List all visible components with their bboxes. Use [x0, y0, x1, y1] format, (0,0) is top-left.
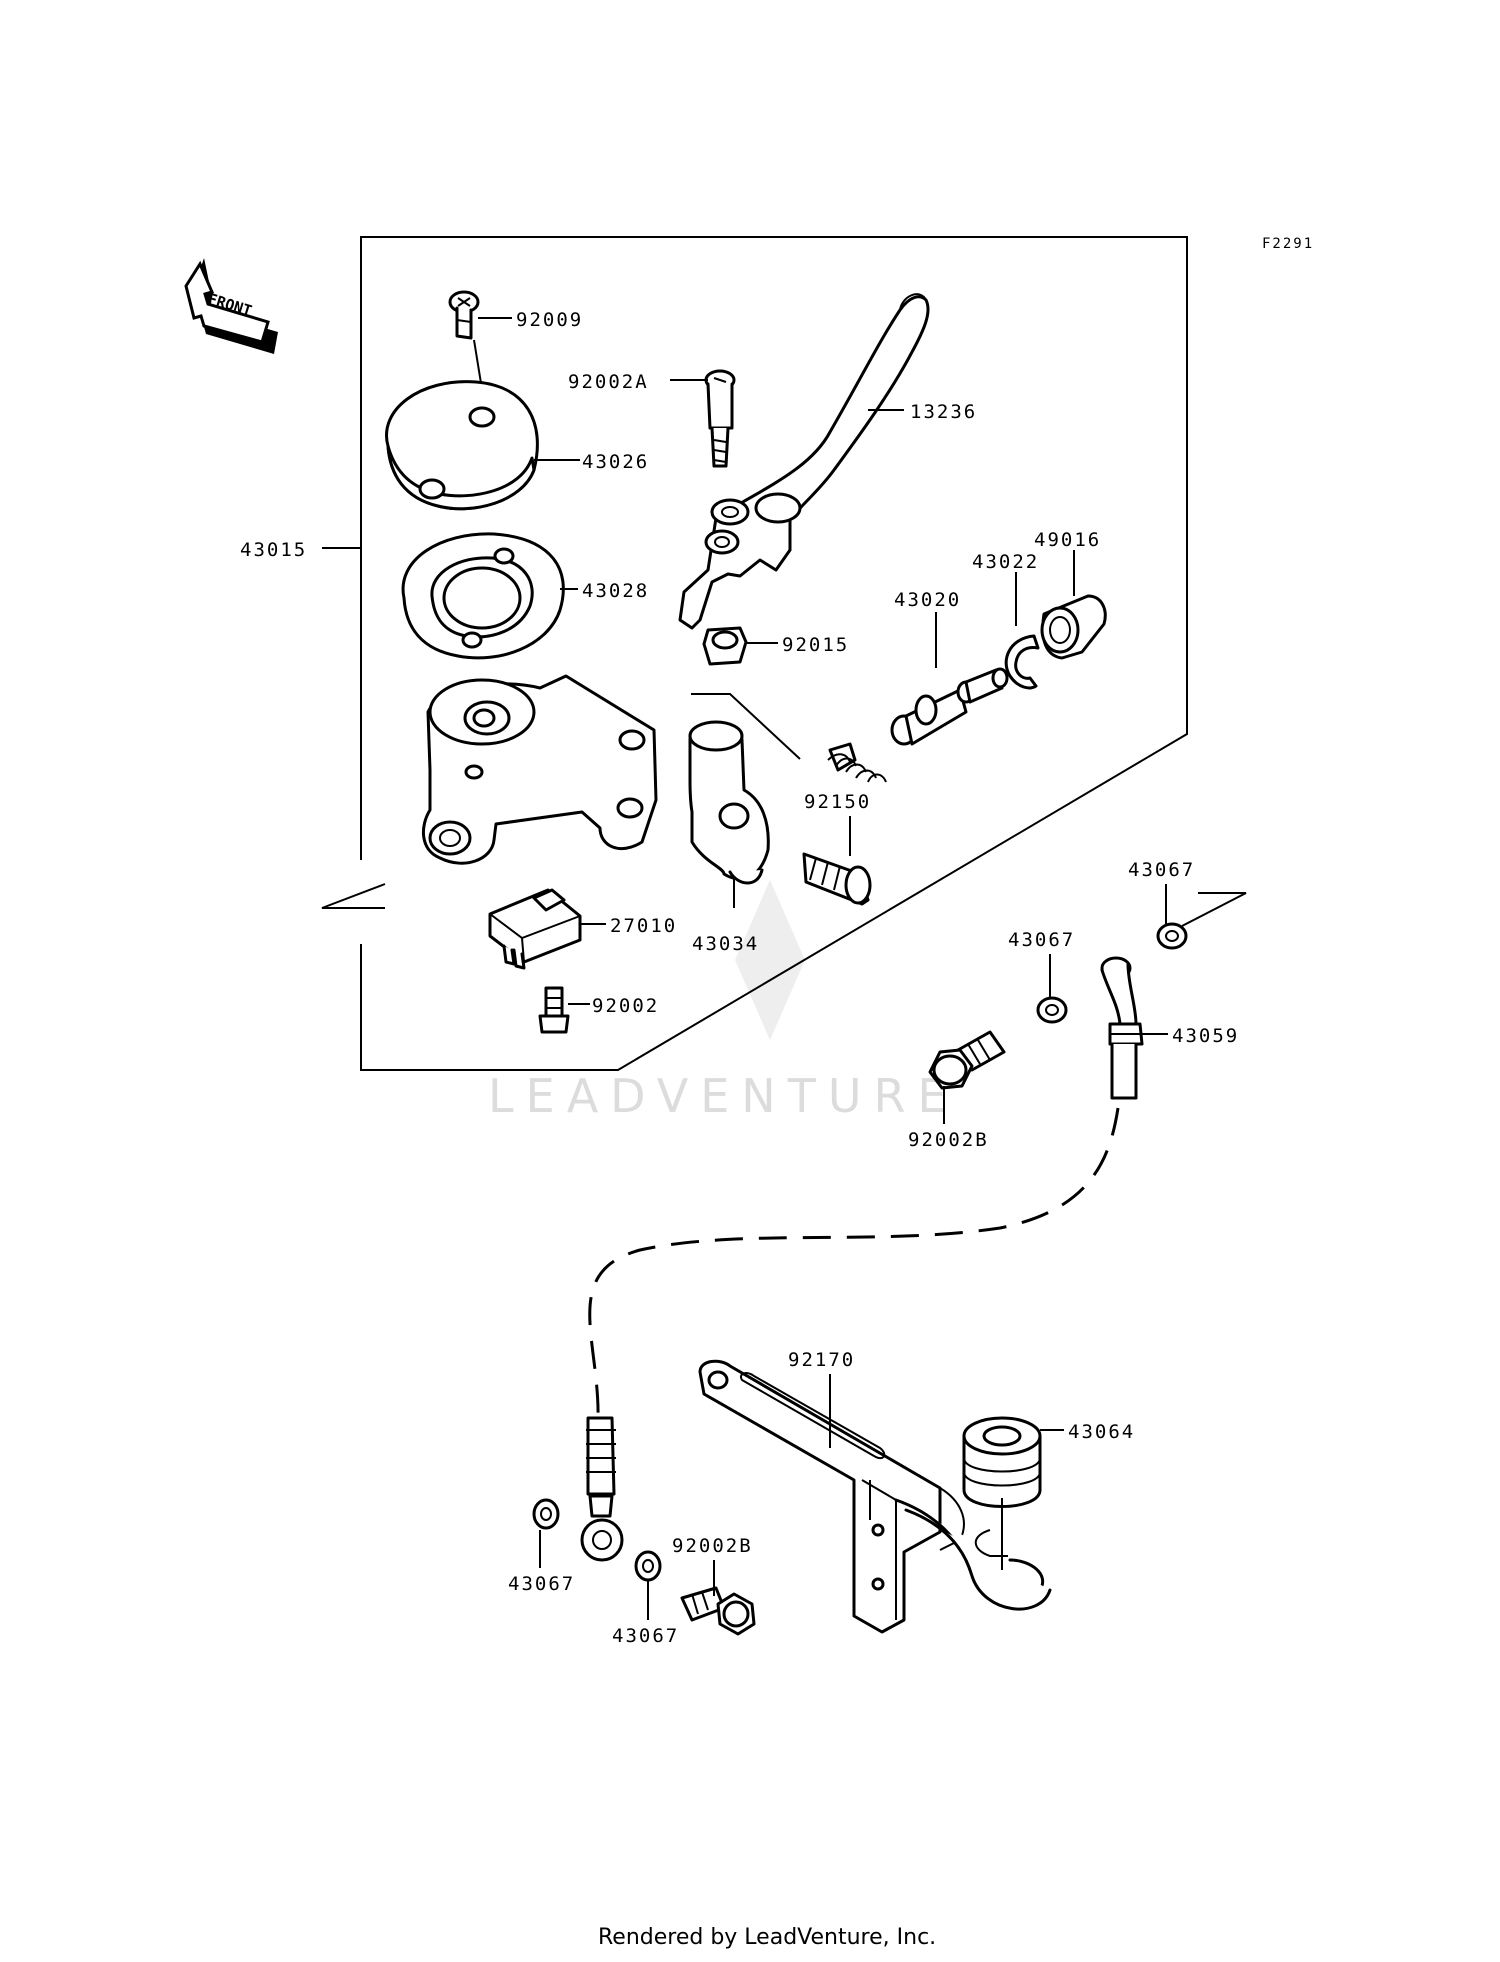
assembly-outline — [321, 236, 1188, 1071]
label-92009: 92009 — [516, 309, 583, 331]
reservoir-cap-43026 — [385, 380, 539, 511]
bracket-92170 — [698, 1359, 1052, 1634]
label-92002B-upper: 92002B — [908, 1129, 989, 1151]
bolt-92002B-upper — [928, 1030, 1006, 1090]
label-43015: 43015 — [240, 539, 307, 561]
grommet-43064 — [962, 1416, 1042, 1570]
watermark-text: LEADVENTURE — [488, 1069, 959, 1123]
washer-43067-c — [532, 1498, 560, 1530]
lever-13236 — [678, 293, 930, 630]
front-arrow-icon: FRONT — [184, 258, 278, 354]
label-13236: 13236 — [910, 401, 977, 423]
label-92170: 92170 — [788, 1349, 855, 1371]
leader-lines — [478, 317, 1168, 1620]
label-92150: 92150 — [804, 791, 871, 813]
hose-fitting-43059 — [1100, 956, 1144, 1100]
screw-92009 — [448, 290, 486, 409]
label-43034: 43034 — [692, 933, 759, 955]
nut-92015 — [702, 626, 748, 666]
label-43028: 43028 — [582, 580, 649, 602]
label-43067-c: 43067 — [508, 1573, 575, 1595]
label-43067-a: 43067 — [1128, 859, 1195, 881]
diaphragm-43028 — [401, 532, 565, 660]
bolt-92002B-lower — [680, 1586, 756, 1636]
washer-43067-a — [1036, 996, 1068, 1024]
washer-43067-b — [1156, 892, 1247, 950]
circlip-43022 — [1004, 634, 1040, 690]
label-43067-b: 43067 — [1008, 929, 1075, 951]
master-cylinder-body — [421, 674, 658, 865]
footer-credit: Rendered by LeadVenture, Inc. — [598, 1925, 936, 1950]
switch-27010 — [488, 888, 582, 970]
hose-path — [588, 1107, 1120, 1421]
label-43064: 43064 — [1068, 1421, 1135, 1443]
hose-end-lower — [580, 1416, 624, 1562]
label-92002: 92002 — [592, 995, 659, 1017]
label-92015: 92015 — [782, 634, 849, 656]
part-labels: 92009 92002A 13236 43026 43015 43028 920… — [240, 309, 1239, 1647]
watermark: LEADVENTURE — [488, 880, 959, 1123]
pin-92002A — [704, 369, 736, 468]
diagram-code: F2291 — [1262, 236, 1314, 252]
label-92002A: 92002A — [568, 371, 649, 393]
label-43022: 43022 — [972, 551, 1039, 573]
washer-43067-d — [634, 1550, 662, 1582]
screw-92002 — [538, 986, 570, 1034]
label-43067-d: 43067 — [612, 1625, 679, 1647]
label-49016: 49016 — [1034, 529, 1101, 551]
bolt-92150 — [802, 852, 872, 906]
clamp-43034 — [688, 720, 770, 885]
label-92002B-lower: 92002B — [672, 1535, 753, 1557]
boot-49016 — [1040, 594, 1107, 660]
label-43026: 43026 — [582, 451, 649, 473]
piston-43020 — [827, 667, 1009, 783]
label-43020: 43020 — [894, 589, 961, 611]
label-43059: 43059 — [1172, 1025, 1239, 1047]
label-27010: 27010 — [610, 915, 677, 937]
